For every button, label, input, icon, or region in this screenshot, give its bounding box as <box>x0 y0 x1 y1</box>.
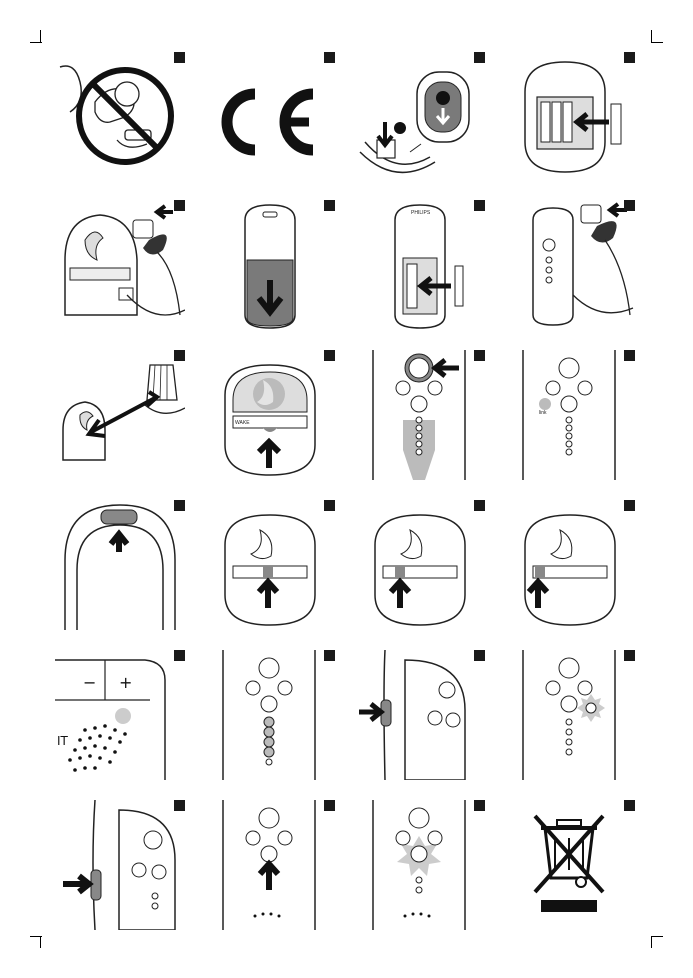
crop-mark <box>651 42 663 43</box>
figure-20 <box>505 650 635 780</box>
figure-17: − + IT <box>55 650 185 780</box>
figure-2 <box>205 52 335 182</box>
distance-from-baby-icon <box>55 350 185 480</box>
link-label: link <box>539 410 547 416</box>
figure-8 <box>505 200 635 330</box>
figure-21 <box>55 800 185 930</box>
figure-number-badge <box>474 500 485 511</box>
figure-number-badge <box>324 650 335 661</box>
button-label: WAKE <box>235 420 250 426</box>
figure-11 <box>355 350 485 480</box>
ce-mark-icon <box>205 52 335 182</box>
figure-16 <box>505 500 635 630</box>
crop-mark <box>40 30 41 42</box>
figure-18 <box>205 650 335 780</box>
no-strangulation-warning-icon <box>55 52 185 182</box>
crop-mark <box>40 936 41 948</box>
bottom-text: IT <box>57 734 69 748</box>
volume-button-icon <box>355 500 485 630</box>
figure-number-badge <box>324 800 335 811</box>
paging-flash-icon <box>355 800 485 930</box>
battery-insert-baby-unit-icon <box>505 52 635 182</box>
baby-unit-light-indicator-icon: − + IT <box>55 650 185 780</box>
figure-number-badge <box>474 800 485 811</box>
figure-number-badge <box>324 52 335 63</box>
brand-text: PHILIPS <box>411 210 431 216</box>
crop-mark <box>651 936 652 948</box>
night-light-button-icon <box>55 500 185 630</box>
battery-low-light-icon <box>505 650 635 780</box>
weee-disposal-icon <box>505 800 635 930</box>
figure-number-badge <box>174 350 185 361</box>
figure-number-badge <box>174 650 185 661</box>
figure-23 <box>355 800 485 930</box>
parent-unit-cover-slide-icon <box>205 200 335 330</box>
figure-number-badge <box>324 500 335 511</box>
press-power-baby-unit-icon: WAKE <box>205 350 335 480</box>
plus-label: + <box>119 673 132 692</box>
crop-mark <box>651 30 652 42</box>
figure-number-badge <box>474 200 485 211</box>
figure-number-badge <box>474 350 485 361</box>
figure-3 <box>355 52 485 182</box>
crop-mark <box>30 936 42 937</box>
crop-mark <box>651 936 663 937</box>
talk-back-button-icon <box>505 500 635 630</box>
sound-level-lights-icon <box>205 650 335 780</box>
figure-number-badge <box>624 200 635 211</box>
figure-number-badge <box>624 52 635 63</box>
paging-button-icon <box>205 800 335 930</box>
figure-22 <box>205 800 335 930</box>
figure-4 <box>505 52 635 182</box>
figure-15 <box>355 500 485 630</box>
figure-number-badge <box>624 500 635 511</box>
battery-cover-open-icon <box>355 52 485 182</box>
power-adapter-parent-unit-icon <box>505 200 635 330</box>
crop-mark <box>30 42 42 43</box>
link-light-parent-unit-icon: link <box>505 350 635 480</box>
figure-6 <box>205 200 335 330</box>
figure-number-badge <box>174 500 185 511</box>
figure-13 <box>55 500 185 630</box>
figure-10: WAKE <box>205 350 335 480</box>
vibration-switch-icon <box>355 650 485 780</box>
figure-5 <box>55 200 185 330</box>
figure-number-badge <box>174 52 185 63</box>
figure-1 <box>55 52 185 182</box>
power-adapter-baby-unit-icon <box>55 200 185 330</box>
figure-number-badge <box>624 350 635 361</box>
figure-12: link <box>505 350 635 480</box>
minus-label: − <box>83 673 96 692</box>
figure-number-badge <box>324 350 335 361</box>
figure-number-badge <box>624 800 635 811</box>
figure-number-badge <box>624 650 635 661</box>
figure-24 <box>505 800 635 930</box>
figure-number-badge <box>174 800 185 811</box>
figure-19 <box>355 650 485 780</box>
figure-14 <box>205 500 335 630</box>
side-switch-press-icon <box>55 800 185 930</box>
figure-7: PHILIPS <box>355 200 485 330</box>
lullaby-button-icon <box>205 500 335 630</box>
figure-9 <box>55 350 185 480</box>
figure-number-badge <box>474 650 485 661</box>
press-power-parent-unit-icon <box>355 350 485 480</box>
battery-insert-parent-unit-icon: PHILIPS <box>355 200 485 330</box>
figure-number-badge <box>174 200 185 211</box>
figure-number-badge <box>324 200 335 211</box>
figure-number-badge <box>474 52 485 63</box>
